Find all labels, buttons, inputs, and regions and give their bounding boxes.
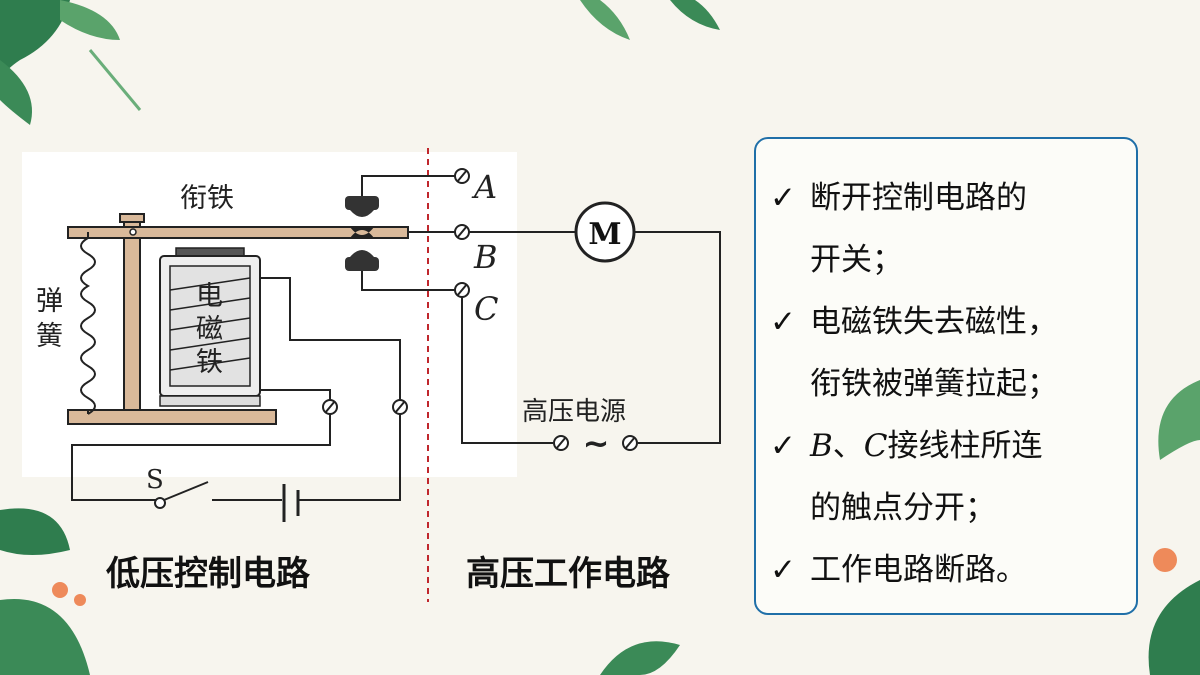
electromagnet-label-2: 磁: [196, 314, 223, 345]
item-3-line-1: 接线柱所连: [887, 428, 1043, 464]
coil-wire-2: [260, 277, 401, 405]
armature-label: 衔铁: [180, 183, 234, 214]
terminal-b: [454, 224, 470, 240]
contact-lower: [345, 257, 379, 271]
item-2-line-2: 衔铁被弹簧拉起；: [810, 366, 1058, 402]
leaf-decoration-top-left: [0, 0, 142, 125]
spring-coil: [80, 237, 96, 415]
terminal-a: [454, 168, 470, 184]
leaf-decoration-top-mid: [580, 0, 720, 40]
list-item: 衔铁被弹簧拉起；: [770, 353, 1058, 415]
item-1-line-1: 断开控制电路的: [810, 180, 1027, 216]
core-top: [175, 247, 245, 257]
list-item: ✓ 断开控制电路的: [770, 167, 1027, 229]
item-3-sep: 、: [832, 428, 864, 464]
check-icon: ✓: [770, 304, 796, 340]
control-wire: [71, 414, 331, 501]
leaf-decoration-bottom-mid: [600, 641, 680, 675]
terminal-b-label: B: [473, 238, 498, 276]
relay-post: [123, 217, 141, 411]
spring-label-2: 簧: [36, 321, 63, 352]
check-icon: ✓: [770, 552, 796, 588]
list-item: ✓ 工作电路断路。: [770, 539, 1027, 601]
coil-wire-1: [260, 389, 331, 405]
hv-source-label: 高压电源: [522, 397, 626, 427]
relay-base: [67, 409, 277, 425]
coil-terminal-1: [322, 399, 338, 415]
source-terminal-left: [553, 435, 569, 451]
coil-terminal-2: [392, 399, 408, 415]
switch-label: S: [146, 465, 164, 495]
explanation-box: ✓ 断开控制电路的 开关； ✓ 电磁铁失去磁性， 衔铁被弹簧拉起； ✓ B、C接线柱所…: [754, 137, 1138, 615]
item-1-line-2: 开关；: [810, 242, 903, 278]
list-item: 开关；: [770, 229, 903, 291]
coil-windings: [169, 277, 251, 371]
armature-pivot: [129, 228, 137, 236]
list-item: ✓ B、C接线柱所连: [770, 415, 1043, 477]
contact-upper: [345, 196, 379, 210]
electromagnet-label-3: 铁: [196, 347, 223, 378]
contact-moving: [350, 227, 374, 238]
post-cap: [119, 213, 145, 223]
check-icon: ✓: [770, 428, 796, 464]
item-4-line-1: 工作电路断路。: [810, 552, 1027, 588]
list-item: ✓ 电磁铁失去磁性，: [770, 291, 1058, 353]
low-circuit-caption: 低压控制电路: [106, 554, 311, 594]
item-3-b: B: [810, 428, 833, 464]
leaf-decoration-bottom-left: [0, 508, 90, 675]
source-terminal-right: [622, 435, 638, 451]
item-3-c: C: [863, 428, 888, 464]
switch-blade: [163, 481, 209, 501]
terminal-a-label: A: [471, 168, 497, 206]
spring-label-1: 弹: [36, 286, 63, 317]
leaf-decoration-right: [1148, 380, 1200, 675]
check-icon: ✓: [770, 180, 796, 216]
ac-symbol: ~: [583, 424, 610, 462]
electromagnet-label-1: 电: [196, 281, 223, 312]
list-item: 的触点分开；: [770, 477, 996, 539]
item-3-line-2: 的触点分开；: [810, 490, 996, 526]
item-2-line-1: 电磁铁失去磁性，: [810, 304, 1058, 340]
terminal-c-label: C: [474, 290, 498, 328]
high-circuit-caption: 高压工作电路: [466, 554, 671, 594]
wire-to-a: [361, 175, 455, 196]
terminal-c: [454, 282, 470, 298]
wire-motor-source: [634, 231, 721, 444]
motor-label: M: [588, 217, 621, 252]
wire-to-c: [361, 271, 455, 291]
wire-c-source: [461, 297, 553, 444]
switch-pivot: [154, 497, 166, 509]
